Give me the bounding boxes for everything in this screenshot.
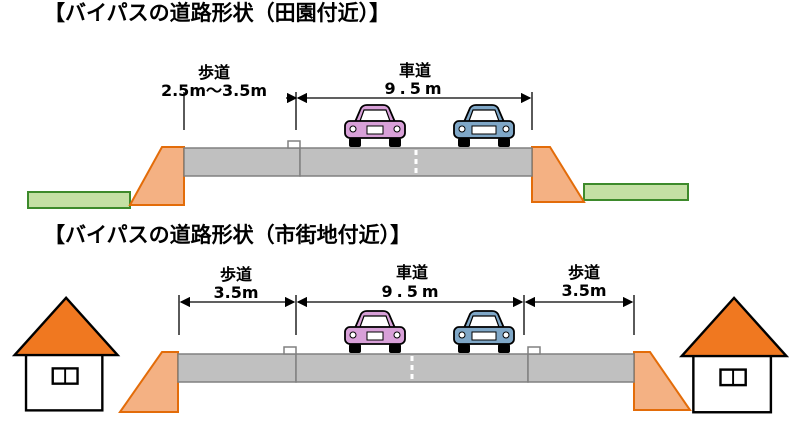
rural-car-pink xyxy=(344,104,406,148)
urban-section: 【バイパスの道路形状（市街地付近）】 歩道 3.5m 車道 9.5m 歩道 3.… xyxy=(13,223,788,414)
urban-house-left xyxy=(13,296,119,412)
rural-sidewalk-width: 2.5m～3.5m xyxy=(161,81,267,100)
rural-sidewalk xyxy=(183,147,301,177)
urban-house-right xyxy=(680,296,788,414)
urban-curb-left xyxy=(283,346,297,355)
urban-roadway-label: 車道 xyxy=(396,263,428,282)
urban-car-pink xyxy=(344,310,406,354)
rural-sidewalk-label: 歩道 xyxy=(198,63,230,82)
urban-sidewalk-left-label: 歩道 xyxy=(220,265,252,284)
rural-grass-right xyxy=(583,183,689,201)
urban-curb-right xyxy=(527,346,541,355)
rural-section: 【バイパスの道路形状（田園付近）】 歩道 2.5m～3.5m 車道 9.5m xyxy=(27,1,689,209)
urban-sidewalk-right-width: 3.5m xyxy=(561,281,606,300)
urban-sidewalk-left xyxy=(177,353,297,383)
urban-embankment-left xyxy=(118,351,179,413)
rural-embankment-right xyxy=(531,146,586,203)
rural-curb xyxy=(287,140,301,149)
urban-embankment-right xyxy=(633,351,692,411)
urban-sidewalk-right xyxy=(527,353,635,383)
urban-title: 【バイパスの道路形状（市街地付近）】 xyxy=(44,223,411,247)
rural-title: 【バイパスの道路形状（田園付近）】 xyxy=(44,1,390,25)
rural-embankment-left xyxy=(128,146,185,206)
urban-car-blue xyxy=(453,310,515,354)
rural-roadway-width: 9.5m xyxy=(384,79,445,98)
rural-car-blue xyxy=(453,104,515,148)
urban-sidewalk-left-width: 3.5m xyxy=(213,283,258,302)
urban-roadway-width: 9.5m xyxy=(381,282,442,301)
rural-grass-left xyxy=(27,191,131,209)
rural-roadway-label: 車道 xyxy=(399,61,431,80)
urban-sidewalk-right-label: 歩道 xyxy=(568,263,600,282)
